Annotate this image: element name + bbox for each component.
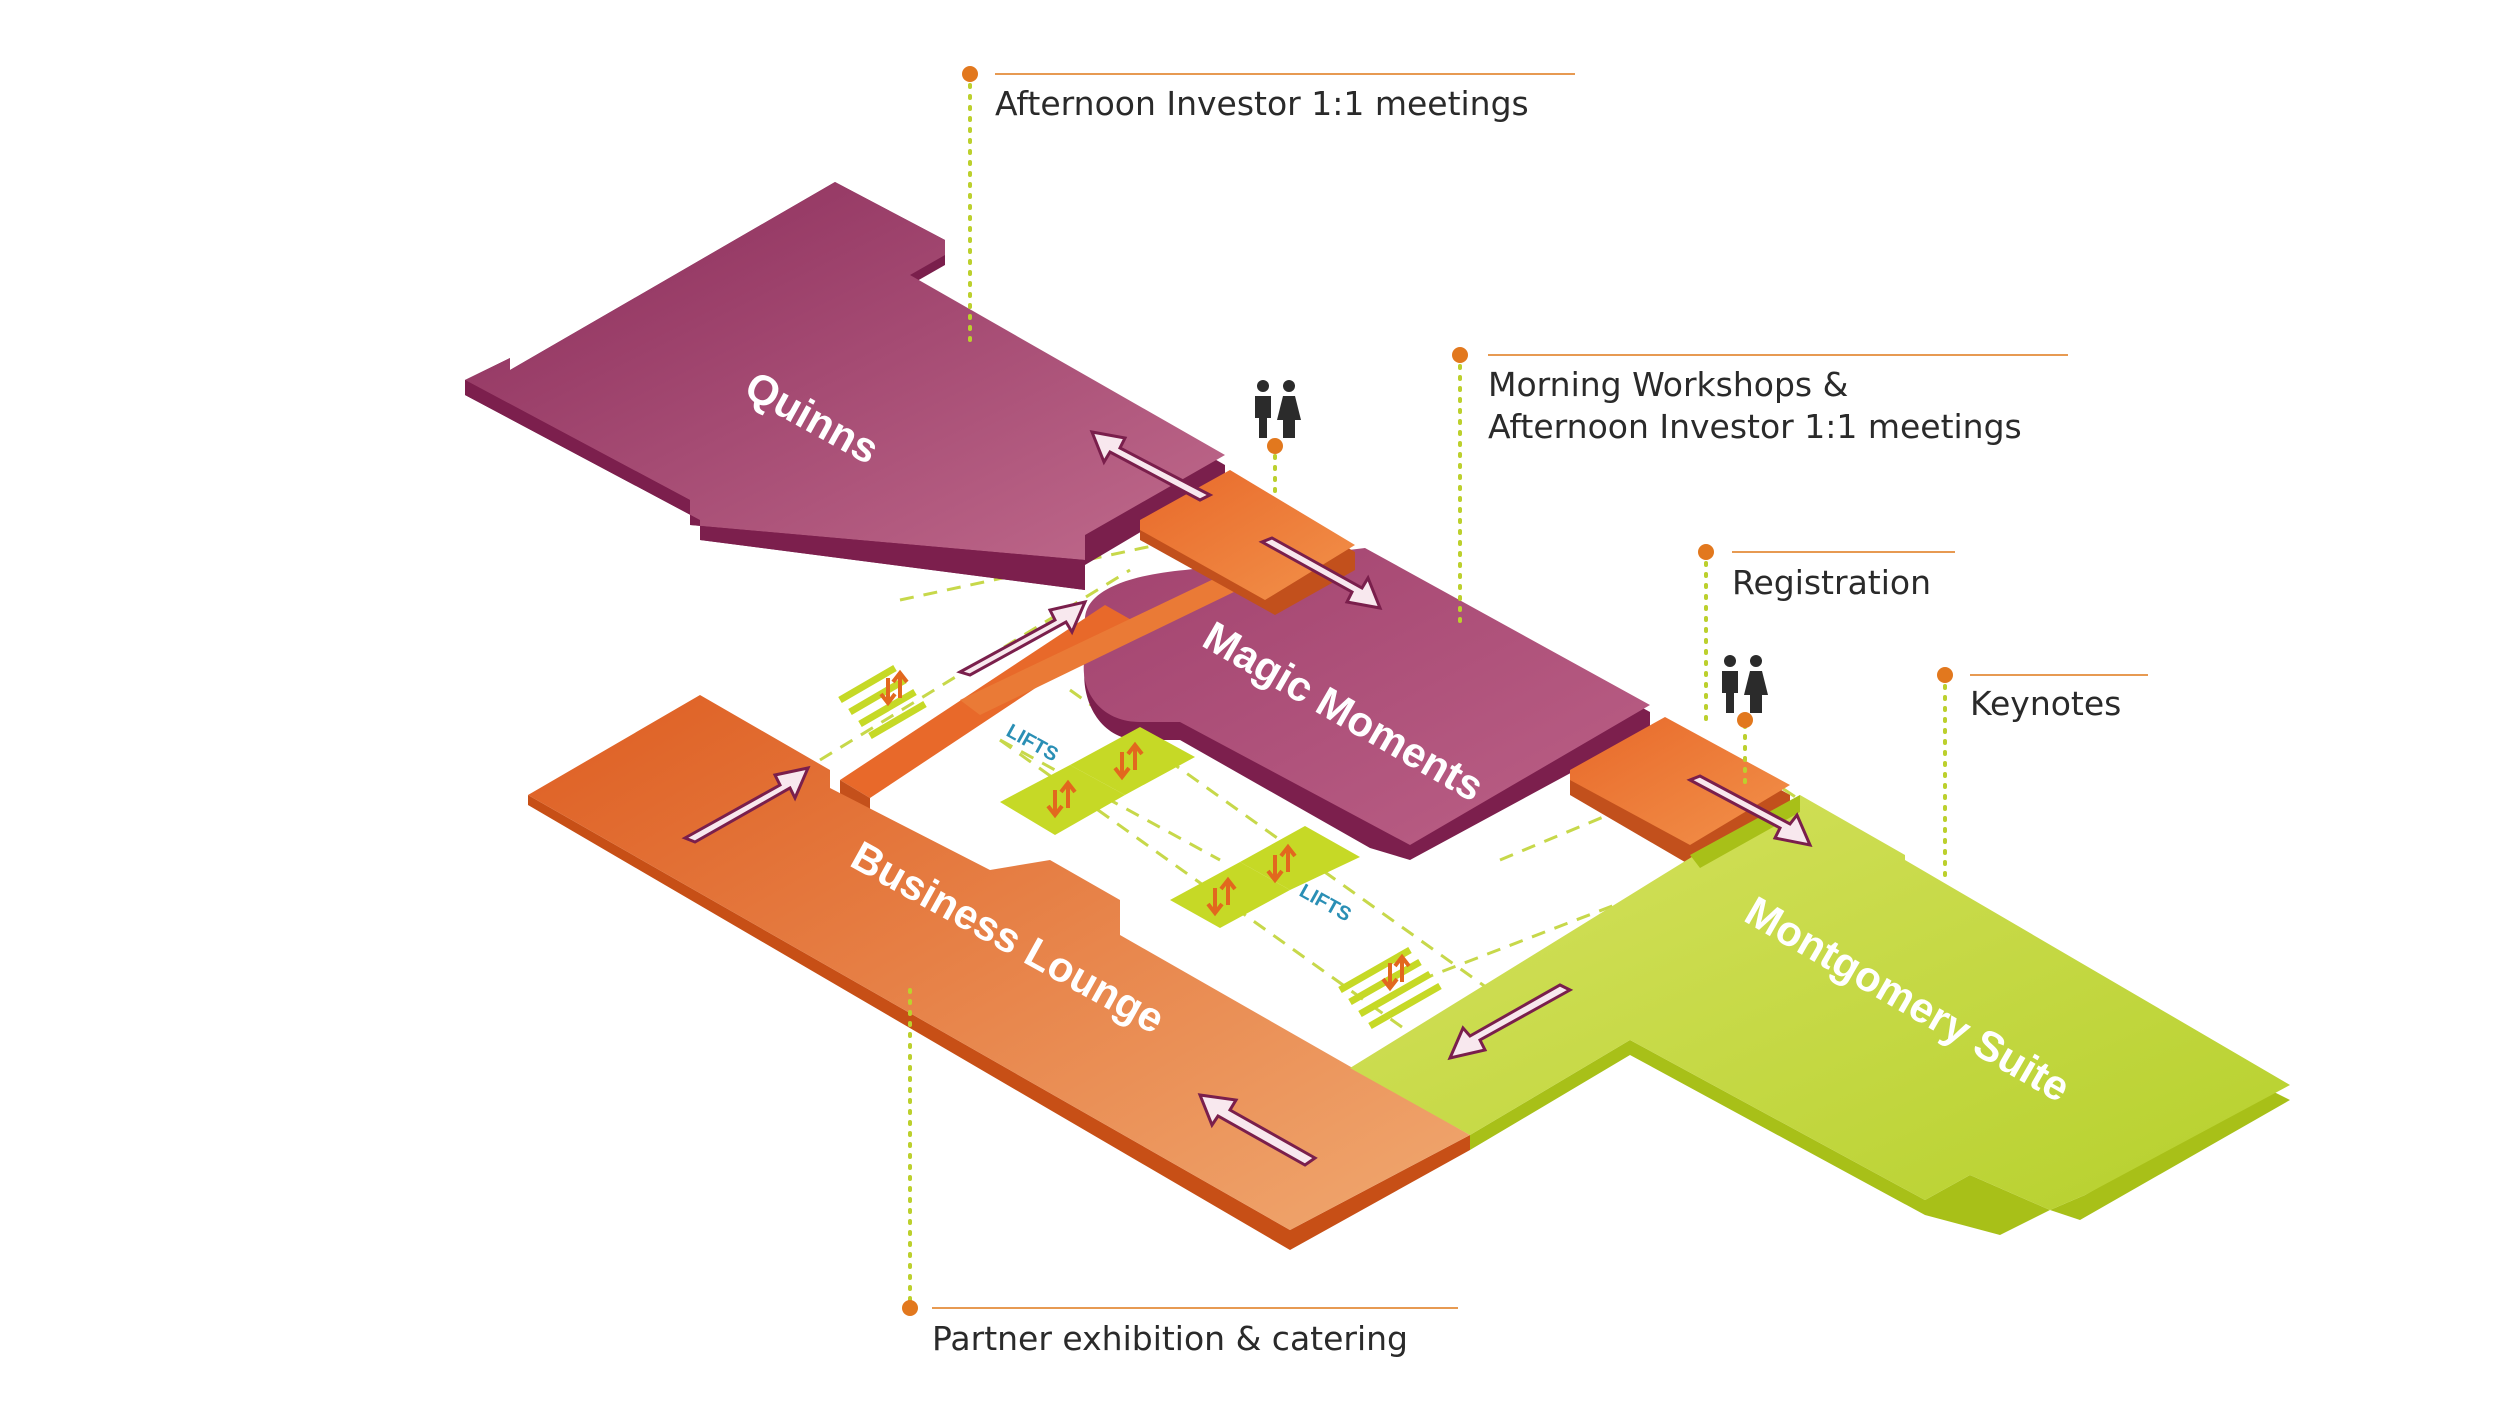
callout-partner-exhibition: Partner exhibition & catering bbox=[902, 1300, 1458, 1358]
corridor-orange bbox=[840, 545, 1300, 812]
callout-registration-text: Registration bbox=[1732, 563, 1931, 602]
callout-keynotes-text: Keynotes bbox=[1970, 684, 2121, 723]
room-magic-moments[interactable]: Magic Moments bbox=[1083, 548, 1650, 860]
callout-morning-workshops-line1: Morning Workshops & bbox=[1488, 365, 1848, 404]
callout-partner-exhibition-text: Partner exhibition & catering bbox=[932, 1319, 1408, 1358]
lift-arrows-icon bbox=[1046, 741, 1144, 819]
callout-afternoon-meetings: Afternoon Investor 1:1 meetings bbox=[962, 66, 1575, 123]
direction-arrow-icon bbox=[1686, 774, 1813, 848]
direction-arrow-icon bbox=[1089, 430, 1214, 502]
toilets-icon bbox=[1255, 380, 1301, 438]
room-montgomery-suite[interactable]: Montgomery Suite bbox=[1350, 795, 2290, 1235]
direction-arrow-icon bbox=[956, 599, 1088, 677]
direction-arrows bbox=[681, 430, 1813, 1167]
lift-arrows-icon bbox=[1206, 843, 1297, 917]
callout-registration: Registration bbox=[1698, 544, 1955, 602]
callout-toilets-lower-dot bbox=[1737, 712, 1753, 728]
stairs-icon bbox=[1338, 946, 1442, 1030]
room-quinns[interactable]: Quinns bbox=[465, 182, 1225, 590]
callout-morning-workshops: Morning Workshops & Afternoon Investor 1… bbox=[1452, 347, 2068, 446]
callout-keynotes: Keynotes bbox=[1937, 667, 2148, 723]
lobby-upper bbox=[1140, 470, 1355, 615]
direction-arrow-icon bbox=[1197, 1093, 1318, 1167]
callout-afternoon-meetings-text: Afternoon Investor 1:1 meetings bbox=[995, 84, 1529, 123]
stairs-icon bbox=[838, 664, 927, 740]
direction-arrow-icon bbox=[1447, 983, 1574, 1061]
callout-leaders bbox=[908, 72, 1947, 1307]
toilets-icon bbox=[1722, 655, 1768, 713]
direction-arrow-icon bbox=[681, 765, 811, 844]
direction-arrow-icon bbox=[1258, 536, 1383, 610]
lifts-label-upper: LIFTS bbox=[1003, 720, 1062, 766]
callout-toilets-upper-dot bbox=[1267, 438, 1283, 454]
callout-morning-workshops-line2: Afternoon Investor 1:1 meetings bbox=[1488, 407, 2022, 446]
lobby-registration bbox=[1570, 717, 1790, 865]
